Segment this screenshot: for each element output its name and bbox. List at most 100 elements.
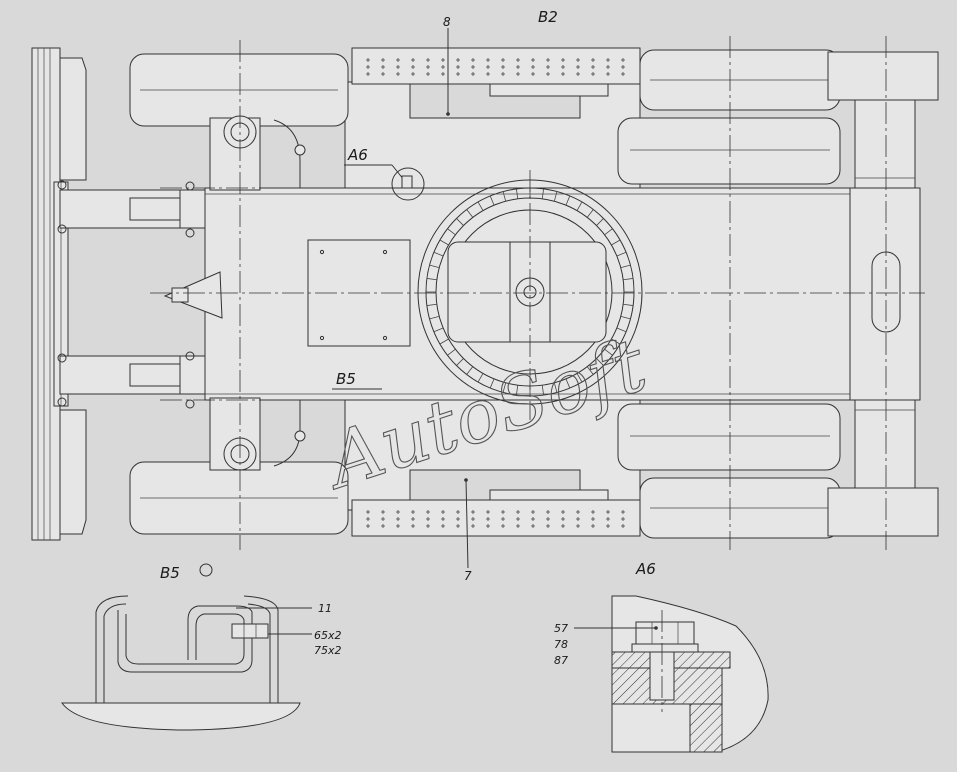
platform-mark xyxy=(501,517,505,521)
ring-tooth xyxy=(502,191,507,202)
platform-mark xyxy=(396,510,400,514)
platform-mark xyxy=(411,524,415,528)
platform-mark xyxy=(396,58,400,62)
platform-mark xyxy=(531,524,535,528)
platform-mark xyxy=(471,524,475,528)
platform-mark xyxy=(606,58,610,62)
ring-tooth xyxy=(466,209,474,218)
turntable xyxy=(417,179,643,405)
rear-wheels xyxy=(617,49,841,539)
platform-mark xyxy=(576,72,580,76)
platform-mark xyxy=(591,517,595,521)
platform-mark xyxy=(516,72,520,76)
dozer-blade xyxy=(31,47,87,541)
callout-75x2: 75x2 xyxy=(314,644,342,657)
platform-mark xyxy=(381,510,385,514)
ring-tooth xyxy=(429,315,440,320)
front-wheels xyxy=(129,53,349,535)
platform-mark xyxy=(546,72,550,76)
rear-axle xyxy=(827,51,939,537)
platform-mark xyxy=(411,58,415,62)
platform-marks-bottom xyxy=(366,510,625,528)
platform-mark xyxy=(531,517,535,521)
ring-tooth xyxy=(456,218,464,226)
platform-mark xyxy=(366,72,370,76)
ring-tooth xyxy=(565,378,571,389)
platform-mark xyxy=(426,58,430,62)
platform-mark xyxy=(441,517,445,521)
platform-mark xyxy=(366,524,370,528)
platform-mark xyxy=(456,510,460,514)
platform-mark xyxy=(501,58,505,62)
ring-tooth xyxy=(502,382,507,393)
platform-mark xyxy=(366,510,370,514)
slewing-ring-teeth xyxy=(426,188,634,396)
platform-mark xyxy=(396,65,400,69)
platform-mark xyxy=(381,65,385,69)
platform-mark xyxy=(366,58,370,62)
platform-mark xyxy=(456,58,460,62)
platform-mark xyxy=(516,524,520,528)
view-label-a6: A6 xyxy=(347,146,368,164)
platform-mark xyxy=(621,72,625,76)
ring-tooth xyxy=(623,303,634,306)
detail-a6-title: A6 xyxy=(635,560,656,578)
platform-mark xyxy=(531,510,535,514)
ring-tooth xyxy=(623,278,634,281)
platform-mark xyxy=(426,72,430,76)
ring-tooth xyxy=(596,358,604,366)
platform-mark xyxy=(396,72,400,76)
platform-mark xyxy=(606,65,610,69)
ring-tooth xyxy=(433,327,444,333)
callout-65x2: 65x2 xyxy=(314,629,342,642)
platform-marks-top xyxy=(366,58,625,76)
platform-mark xyxy=(441,524,445,528)
platform-mark xyxy=(411,510,415,514)
platform-mark xyxy=(561,72,565,76)
platform-mark xyxy=(621,65,625,69)
platform-mark xyxy=(471,517,475,521)
platform-mark xyxy=(591,510,595,514)
ring-tooth xyxy=(576,201,583,211)
platform-mark xyxy=(546,510,550,514)
main-callouts: 8 7 B2 A6 B5 xyxy=(332,8,558,583)
platform-mark xyxy=(516,58,520,62)
platform-mark xyxy=(441,58,445,62)
ring-tooth xyxy=(489,378,495,389)
ring-tooth xyxy=(553,382,558,393)
platform-mark xyxy=(441,72,445,76)
center-lines xyxy=(150,36,925,550)
platform-mark xyxy=(591,524,595,528)
callout-57: 57 xyxy=(554,622,568,635)
platform-mark xyxy=(456,517,460,521)
ring-tooth xyxy=(620,315,631,320)
callout-87: 87 xyxy=(554,654,568,667)
platform-mark xyxy=(546,65,550,69)
ring-tooth xyxy=(616,251,627,257)
platform-mark xyxy=(516,65,520,69)
detail-b5-title: B5 xyxy=(160,564,180,582)
ring-tooth xyxy=(466,366,474,375)
platform-mark xyxy=(366,517,370,521)
ring-tooth xyxy=(620,264,631,269)
platform-mark xyxy=(411,72,415,76)
platform-mark xyxy=(426,517,430,521)
platform-mark xyxy=(621,517,625,521)
detail-a6: A6 57 78 87 xyxy=(554,560,769,753)
blade-arms xyxy=(57,180,209,409)
platform-mark xyxy=(441,65,445,69)
platform-mark xyxy=(561,517,565,521)
ring-tooth xyxy=(447,348,456,356)
platform-mark xyxy=(531,65,535,69)
ring-tooth xyxy=(516,385,519,396)
ring-tooth xyxy=(516,188,519,199)
platform-mark xyxy=(426,65,430,69)
platform-mark xyxy=(411,65,415,69)
platform-mark xyxy=(606,524,610,528)
callout-7: 7 xyxy=(464,569,472,583)
platform-mark xyxy=(531,72,535,76)
ring-tooth xyxy=(576,373,583,383)
platform-mark xyxy=(576,65,580,69)
platform-mark xyxy=(381,72,385,76)
